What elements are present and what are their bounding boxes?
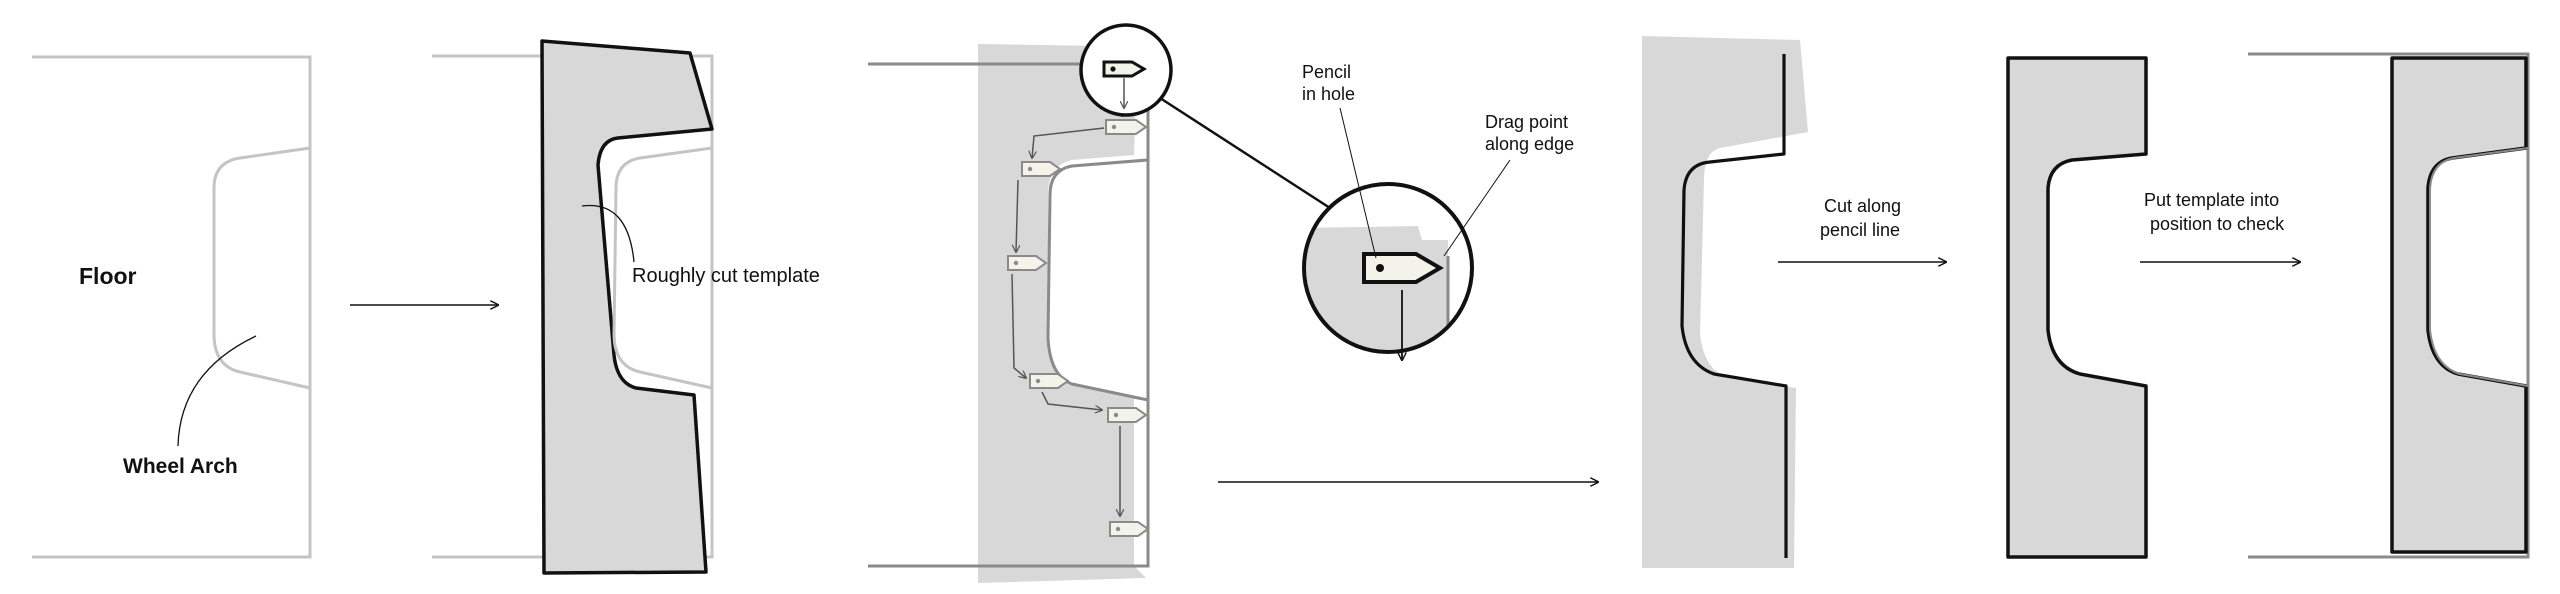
floor-outline bbox=[32, 55, 312, 559]
wheel-arch-leader-line bbox=[177, 335, 257, 447]
floor-line-3 bbox=[868, 62, 1150, 568]
fitted-template-shape bbox=[2390, 56, 2528, 554]
drag-leader-line bbox=[1443, 159, 1511, 257]
pencil-tag-path bbox=[1007, 119, 1150, 537]
pencil-scribe-line bbox=[1680, 54, 1788, 558]
pencil-tag bbox=[1107, 407, 1148, 423]
check-label-line1: Put template into bbox=[2144, 190, 2279, 210]
pencil-tag bbox=[1105, 119, 1148, 135]
panel-rough-template: Roughly cut template bbox=[432, 39, 820, 575]
zoom-circle bbox=[1302, 182, 1474, 354]
wheel-arch-outline-2 bbox=[612, 146, 713, 390]
template-label: Roughly cut template bbox=[632, 265, 820, 287]
pencil-tag bbox=[1109, 521, 1150, 537]
pencil-hole-icon bbox=[1110, 66, 1116, 72]
panel-check-fit bbox=[2248, 52, 2530, 559]
template-leader-line bbox=[581, 204, 635, 263]
panel-pencil-line bbox=[1642, 36, 1808, 568]
pencil-tag bbox=[1007, 255, 1048, 271]
wheel-arch-line-3 bbox=[1046, 158, 1149, 402]
zoom-detail bbox=[1302, 182, 1474, 360]
scribe-template-fill bbox=[978, 44, 1146, 583]
cut-label-line2: pencil line bbox=[1820, 220, 1900, 240]
pencil-tag bbox=[1021, 161, 1062, 177]
pencil-tag-zoomed bbox=[1362, 252, 1444, 284]
panel-floor: Floor Wheel Arch bbox=[32, 55, 312, 559]
cut-template-shape bbox=[2006, 56, 2148, 559]
floor-outline-6 bbox=[2248, 52, 2530, 559]
pencil-leader-line bbox=[1339, 107, 1377, 259]
movement-arrows bbox=[1011, 88, 1122, 516]
rough-template-shape bbox=[540, 39, 714, 575]
pencil-label-line1: Pencil bbox=[1302, 62, 1351, 82]
drag-label-line1: Drag point bbox=[1485, 112, 1568, 132]
floor-label: Floor bbox=[79, 263, 137, 289]
drag-label-line2: along edge bbox=[1485, 134, 1574, 154]
pencil-hole-zoomed-icon bbox=[1376, 264, 1384, 272]
cut-label-line1: Cut along bbox=[1824, 196, 1901, 216]
wheel-arch-label: Wheel Arch bbox=[123, 455, 238, 478]
pencil-tag-holes bbox=[1013, 124, 1121, 532]
check-label-line2: position to check bbox=[2150, 214, 2285, 234]
zoom-connector-top bbox=[1159, 96, 1331, 210]
pencil-tag-highlighted bbox=[1102, 60, 1147, 78]
pencil-label-line2: in hole bbox=[1302, 84, 1355, 104]
pencil-tag bbox=[1029, 373, 1070, 389]
wheel-arch-line-6 bbox=[2429, 147, 2529, 387]
panel-cut-template bbox=[2006, 56, 2148, 559]
wheel-arch-outline bbox=[212, 146, 311, 390]
marked-template-fill bbox=[1642, 36, 1808, 568]
panel-scribe: Pencil in hole Drag point along edge bbox=[868, 23, 1574, 583]
